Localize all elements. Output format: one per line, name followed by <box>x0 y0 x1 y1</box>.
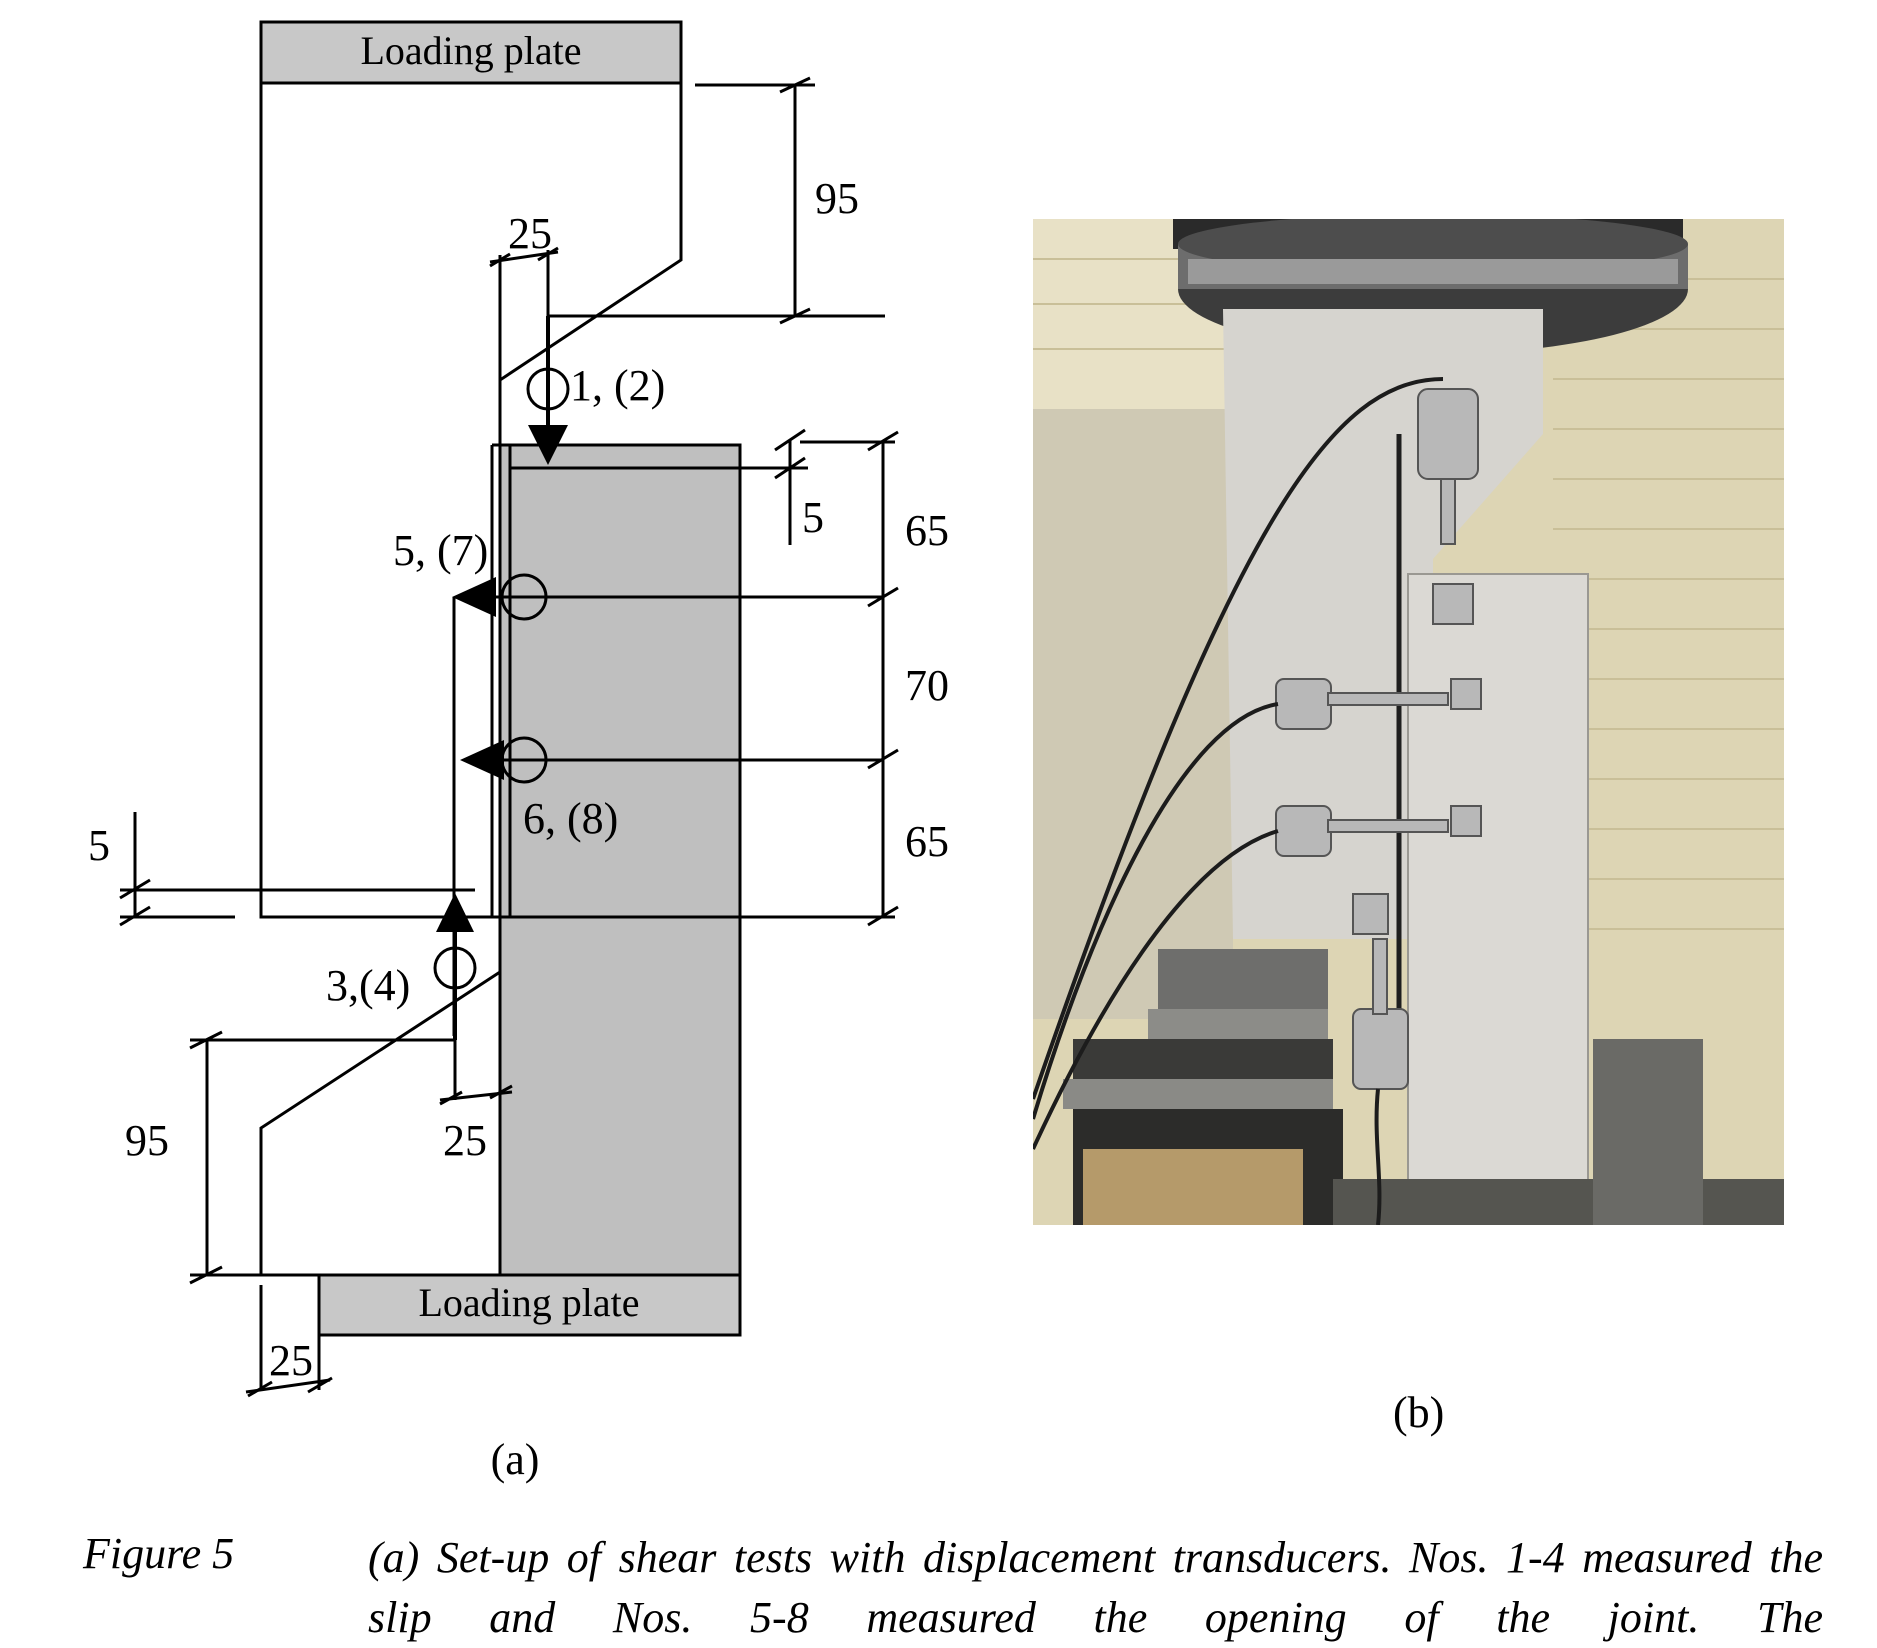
transducer-t1-label: 1, (2) <box>570 361 665 410</box>
transducer-t3-label: 3,(4) <box>326 961 410 1010</box>
caption-text: (a) Set-up of shear tests with displacem… <box>368 1533 1823 1642</box>
dim-bottom-offset: 25 <box>443 1116 487 1165</box>
arrow-t5 <box>452 577 496 617</box>
dim-right-mid: 70 <box>905 661 949 710</box>
arrow-t3 <box>436 893 474 932</box>
top-loading-plate-label: Loading plate <box>360 28 581 73</box>
dim-plate-offset: 25 <box>269 1336 313 1385</box>
arrow-t1 <box>528 425 568 465</box>
panel-label-a: (a) <box>491 1435 540 1484</box>
bottom-loading-plate-label: Loading plate <box>418 1280 639 1325</box>
transducer-t3-marker <box>433 946 477 990</box>
dim-bottom-height: 95 <box>125 1116 169 1165</box>
lower-specimen <box>498 443 742 1277</box>
dim-left-small: 5 <box>88 821 110 870</box>
dim-top-height: 95 <box>815 174 859 223</box>
transducer-t6-label: 6, (8) <box>523 794 618 843</box>
top-loading-plate <box>259 20 683 85</box>
transducer-t6-marker <box>500 736 548 784</box>
caption-label: Figure 5 <box>83 1529 235 1578</box>
dim-right-bottom: 65 <box>905 817 949 866</box>
transducer-t5-marker <box>500 573 548 621</box>
dim-right-small: 5 <box>802 493 824 542</box>
test-photo <box>1033 219 1784 1225</box>
shear-test-schematic: Loading plate Loading plate 95 25 1, (2)… <box>88 20 949 1484</box>
dim-right-top: 65 <box>905 506 949 555</box>
dim-top-offset: 25 <box>508 209 552 258</box>
transducer-t5-label: 5, (7) <box>393 526 488 575</box>
arrow-t6 <box>460 740 504 780</box>
transducer-t1-marker <box>526 367 570 411</box>
bottom-loading-plate <box>317 1273 742 1337</box>
panel-label-b: (b) <box>1393 1388 1445 1437</box>
